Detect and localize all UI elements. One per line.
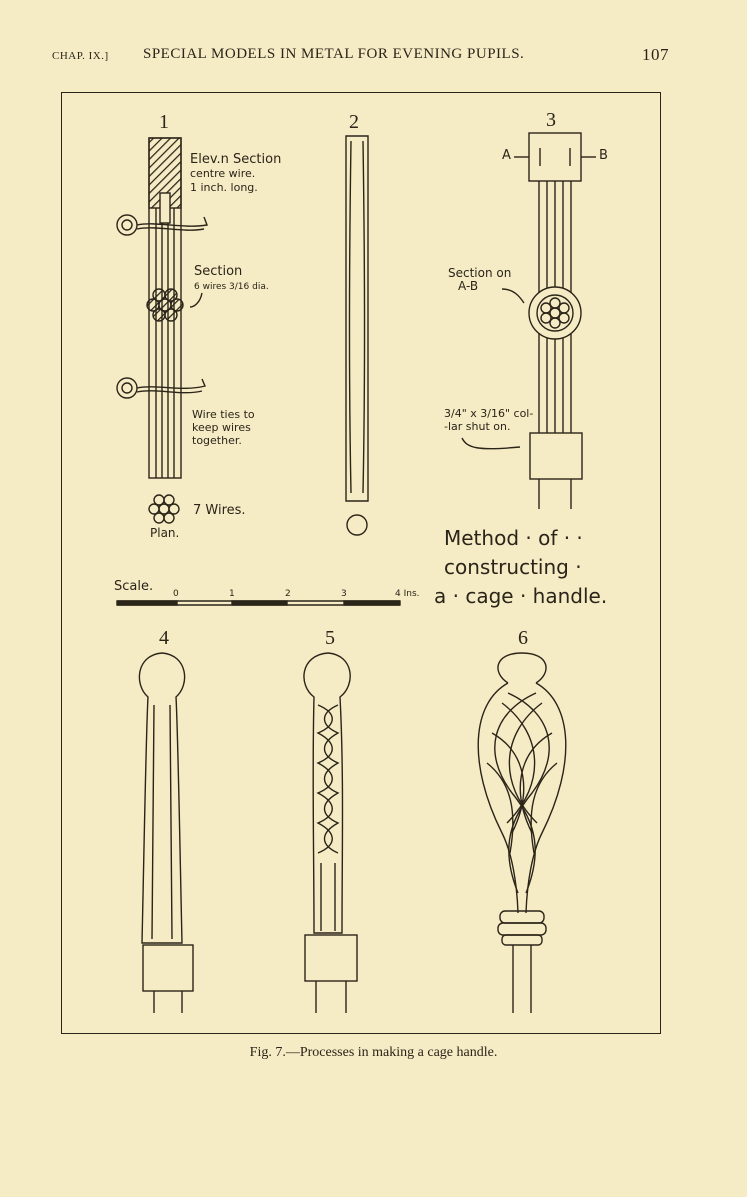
chapter-label: CHAP. IX.]: [52, 50, 109, 62]
panel-number-1: 1: [159, 111, 169, 133]
note-section-ab: Section on A-B: [448, 266, 515, 293]
page-number: 107: [642, 45, 669, 64]
collar-assembly-drawing: [514, 132, 596, 509]
bar-drawing: [345, 135, 369, 536]
section-arrow: [189, 292, 203, 308]
note-section-wires: Section 6 wires 3/16 dia.: [194, 264, 269, 292]
panel-number-5: 5: [325, 627, 335, 649]
section-ab-arrow: [501, 288, 525, 304]
handle-plain-drawing: [138, 652, 194, 1013]
wire-bundle-drawing: [116, 137, 208, 524]
figure-plate: 1 2 3 4 5 6: [61, 92, 661, 1034]
panel-number-6: 6: [518, 627, 528, 649]
label-a: A: [502, 148, 511, 163]
collar-arrow: [461, 437, 521, 450]
note-elev-section: Elev.n Section centre wire. 1 inch. long…: [190, 152, 285, 194]
running-title: SPECIAL MODELS IN METAL FOR EVENING PUPI…: [143, 46, 525, 62]
panel-number-3: 3: [546, 109, 556, 131]
scale-tick-0: 0: [173, 589, 179, 599]
scale-tick-3: 3: [341, 589, 347, 599]
note-seven-wires: 7 Wires.: [193, 503, 246, 518]
figure-caption: Fig. 7.—Processes in making a cage handl…: [249, 1045, 498, 1060]
scale-tick-2: 2: [285, 589, 291, 599]
note-collar: 3/4" x 3/16" col- -lar shut on.: [444, 407, 537, 433]
handle-cage-drawing: [477, 652, 567, 1013]
scale-tick-4: 4 Ins.: [395, 589, 420, 599]
scale-tick-1: 1: [229, 589, 235, 599]
handle-twisted-drawing: [303, 652, 358, 1013]
scale-label: Scale.: [114, 579, 153, 594]
figure-drawing: 1 2 3 4 5 6: [114, 109, 608, 1013]
note-plan: Plan.: [150, 526, 179, 540]
panel-number-2: 2: [349, 111, 359, 133]
method-title: Method · of · · constructing · a · cage …: [434, 526, 607, 608]
label-b: B: [599, 148, 608, 163]
scale-bar: Scale. 0 1 2 3 4 Ins.: [114, 579, 420, 606]
note-wire-ties: Wire ties to keep wires together.: [192, 408, 258, 447]
panel-number-4: 4: [159, 627, 169, 649]
